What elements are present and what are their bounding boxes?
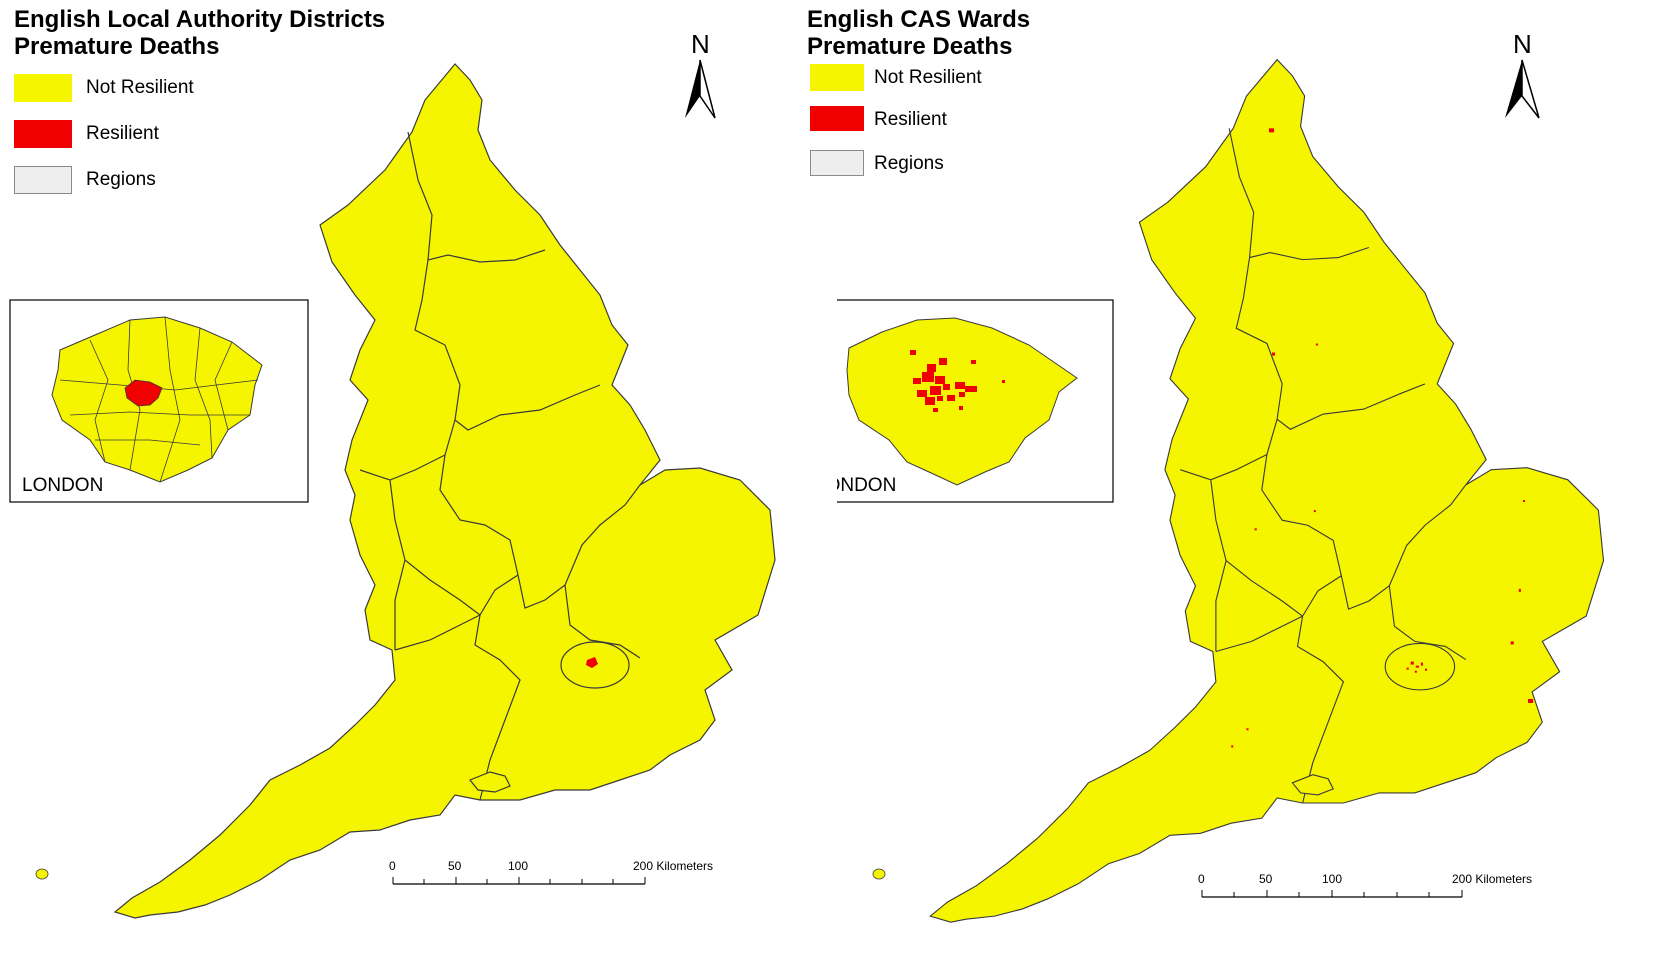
north-arrow: N [685,29,716,119]
legend-swatch-yellow [14,74,72,102]
legend-item-not-resilient: Not Resilient [14,74,274,104]
legend-item-resilient: Resilient [14,120,274,150]
scale-tick-50: 50 [448,859,462,873]
region-boundaries [1180,128,1467,804]
map-panel-cas-wards: LONDON N 0 50 100 200 Kilometers Engli [807,0,1674,960]
scale-bar: 0 50 100 200 Kilometers [1198,872,1532,898]
legend-item-not-resilient: Not Resilient [810,64,1070,94]
legend-label: Not Resilient [86,77,194,98]
isles-of-scilly [35,868,49,880]
london-region [1384,642,1456,691]
resilient-district [586,657,598,668]
england-map-wards: LONDON N 0 50 100 200 Kilometers [837,29,1605,923]
legend-item-resilient: Resilient [810,106,1070,136]
resilient-wards [1231,128,1534,748]
scale-tick-0: 0 [389,859,396,873]
legend-swatch-grey [810,150,864,176]
scale-tick-100: 100 [508,859,528,873]
scale-tick-50: 50 [1259,872,1273,886]
inset-label: LONDON [837,475,896,496]
region-boundaries [359,131,641,801]
legend-swatch-yellow [810,64,864,91]
scale-end-label: 200 Kilometers [633,859,713,873]
isle-of-wight [469,771,511,793]
legend-label: Resilient [874,109,947,130]
north-label: N [1513,29,1532,59]
north-arrow: N [1505,29,1540,119]
london-inset: LONDON [837,299,1114,503]
scale-tick-100: 100 [1322,872,1342,886]
legend-swatch-grey [14,166,72,194]
london-inset-shape [51,316,263,483]
scale-bar: 0 50 100 200 Kilometers [389,859,713,885]
legend-label: Not Resilient [874,67,982,88]
map-title: English CAS Wards Premature Deaths [807,6,1030,60]
legend-item-regions: Regions [810,150,1070,180]
legend-swatch-red [810,106,864,131]
scale-tick-0: 0 [1198,872,1205,886]
legend-label: Regions [86,169,156,190]
legend-label: Resilient [86,123,159,144]
map-panel-lad: LONDON N 0 50 100 200 Kilometers Engli [9,6,776,919]
map-title: English Local Authority Districts Premat… [14,6,385,60]
scale-end-label: 200 Kilometers [1452,872,1532,886]
isle-of-wight [1291,774,1334,796]
isles-of-scilly [872,868,886,880]
legend-label: Regions [874,153,944,174]
inset-label: LONDON [22,475,103,496]
north-label: N [691,29,710,59]
map-title-line2: Premature Deaths [807,33,1013,60]
resilient-london-wards [910,350,1005,412]
london-inset: LONDON [9,299,309,503]
london-inset-shape [846,317,1078,486]
england-map-lad: LONDON N 0 50 100 200 Kilometers [9,29,776,919]
legend-item-regions: Regions [14,166,274,196]
london-region [560,641,630,689]
map-title-line1: English Local Authority Districts [14,6,386,33]
resilient-central-london [124,379,163,407]
map-title-line1: English CAS Wards [807,6,1031,33]
legend-swatch-red [14,120,72,148]
map-title-line2: Premature Deaths [14,33,220,60]
